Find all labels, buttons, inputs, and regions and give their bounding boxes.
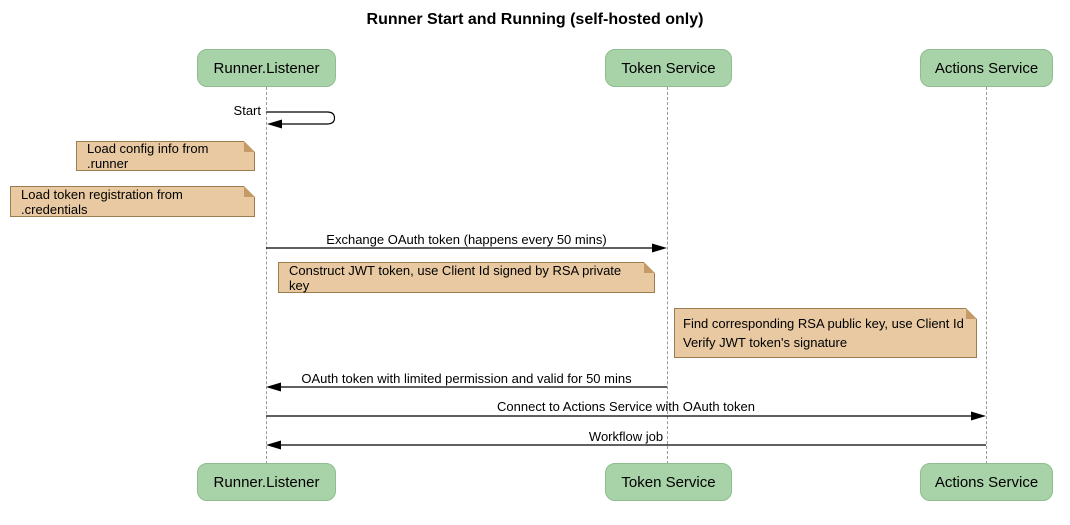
- participant-token-service-top: Token Service: [605, 49, 732, 87]
- participant-label: Token Service: [621, 59, 716, 77]
- message-label-start: Start: [233, 103, 261, 118]
- arrow-start-self-loop: [266, 111, 336, 129]
- message-label-connect-actions: Connect to Actions Service with OAuth to…: [497, 399, 755, 414]
- participant-label: Actions Service: [934, 59, 1039, 77]
- participant-runner-listener-top: Runner.Listener: [197, 49, 336, 87]
- participant-actions-service-top: Actions Service: [920, 49, 1053, 87]
- participant-label: Actions Service: [934, 473, 1039, 491]
- note-load-token-registration: Load token registration from .credential…: [10, 186, 255, 217]
- message-label-workflow-job: Workflow job: [588, 429, 664, 444]
- diagram-title: Runner Start and Running (self-hosted on…: [366, 11, 704, 28]
- participant-runner-listener-bottom: Runner.Listener: [197, 463, 336, 501]
- participant-label: Token Service: [621, 473, 716, 491]
- lifeline-runner-listener: [266, 87, 267, 464]
- message-label-exchange-oauth: Exchange OAuth token (happens every 50 m…: [326, 232, 607, 247]
- note-load-config: Load config info from .runner: [76, 141, 255, 171]
- participant-label: Runner.Listener: [213, 473, 320, 491]
- note-text: Load token registration from .credential…: [21, 186, 183, 217]
- note-text: Load config info from .runner: [87, 141, 209, 171]
- note-find-rsa-key: Find corresponding RSA public key, use C…: [674, 308, 977, 358]
- note-text: Find corresponding RSA public key, use C…: [683, 316, 964, 350]
- lifeline-token-service: [667, 87, 668, 464]
- note-construct-jwt: Construct JWT token, use Client Id signe…: [278, 262, 655, 293]
- message-label-oauth-token-return: OAuth token with limited permission and …: [301, 371, 632, 386]
- participant-label: Runner.Listener: [213, 59, 320, 77]
- participant-token-service-bottom: Token Service: [605, 463, 732, 501]
- participant-actions-service-bottom: Actions Service: [920, 463, 1053, 501]
- note-text: Construct JWT token, use Client Id signe…: [289, 262, 622, 293]
- lifeline-actions-service: [986, 87, 987, 464]
